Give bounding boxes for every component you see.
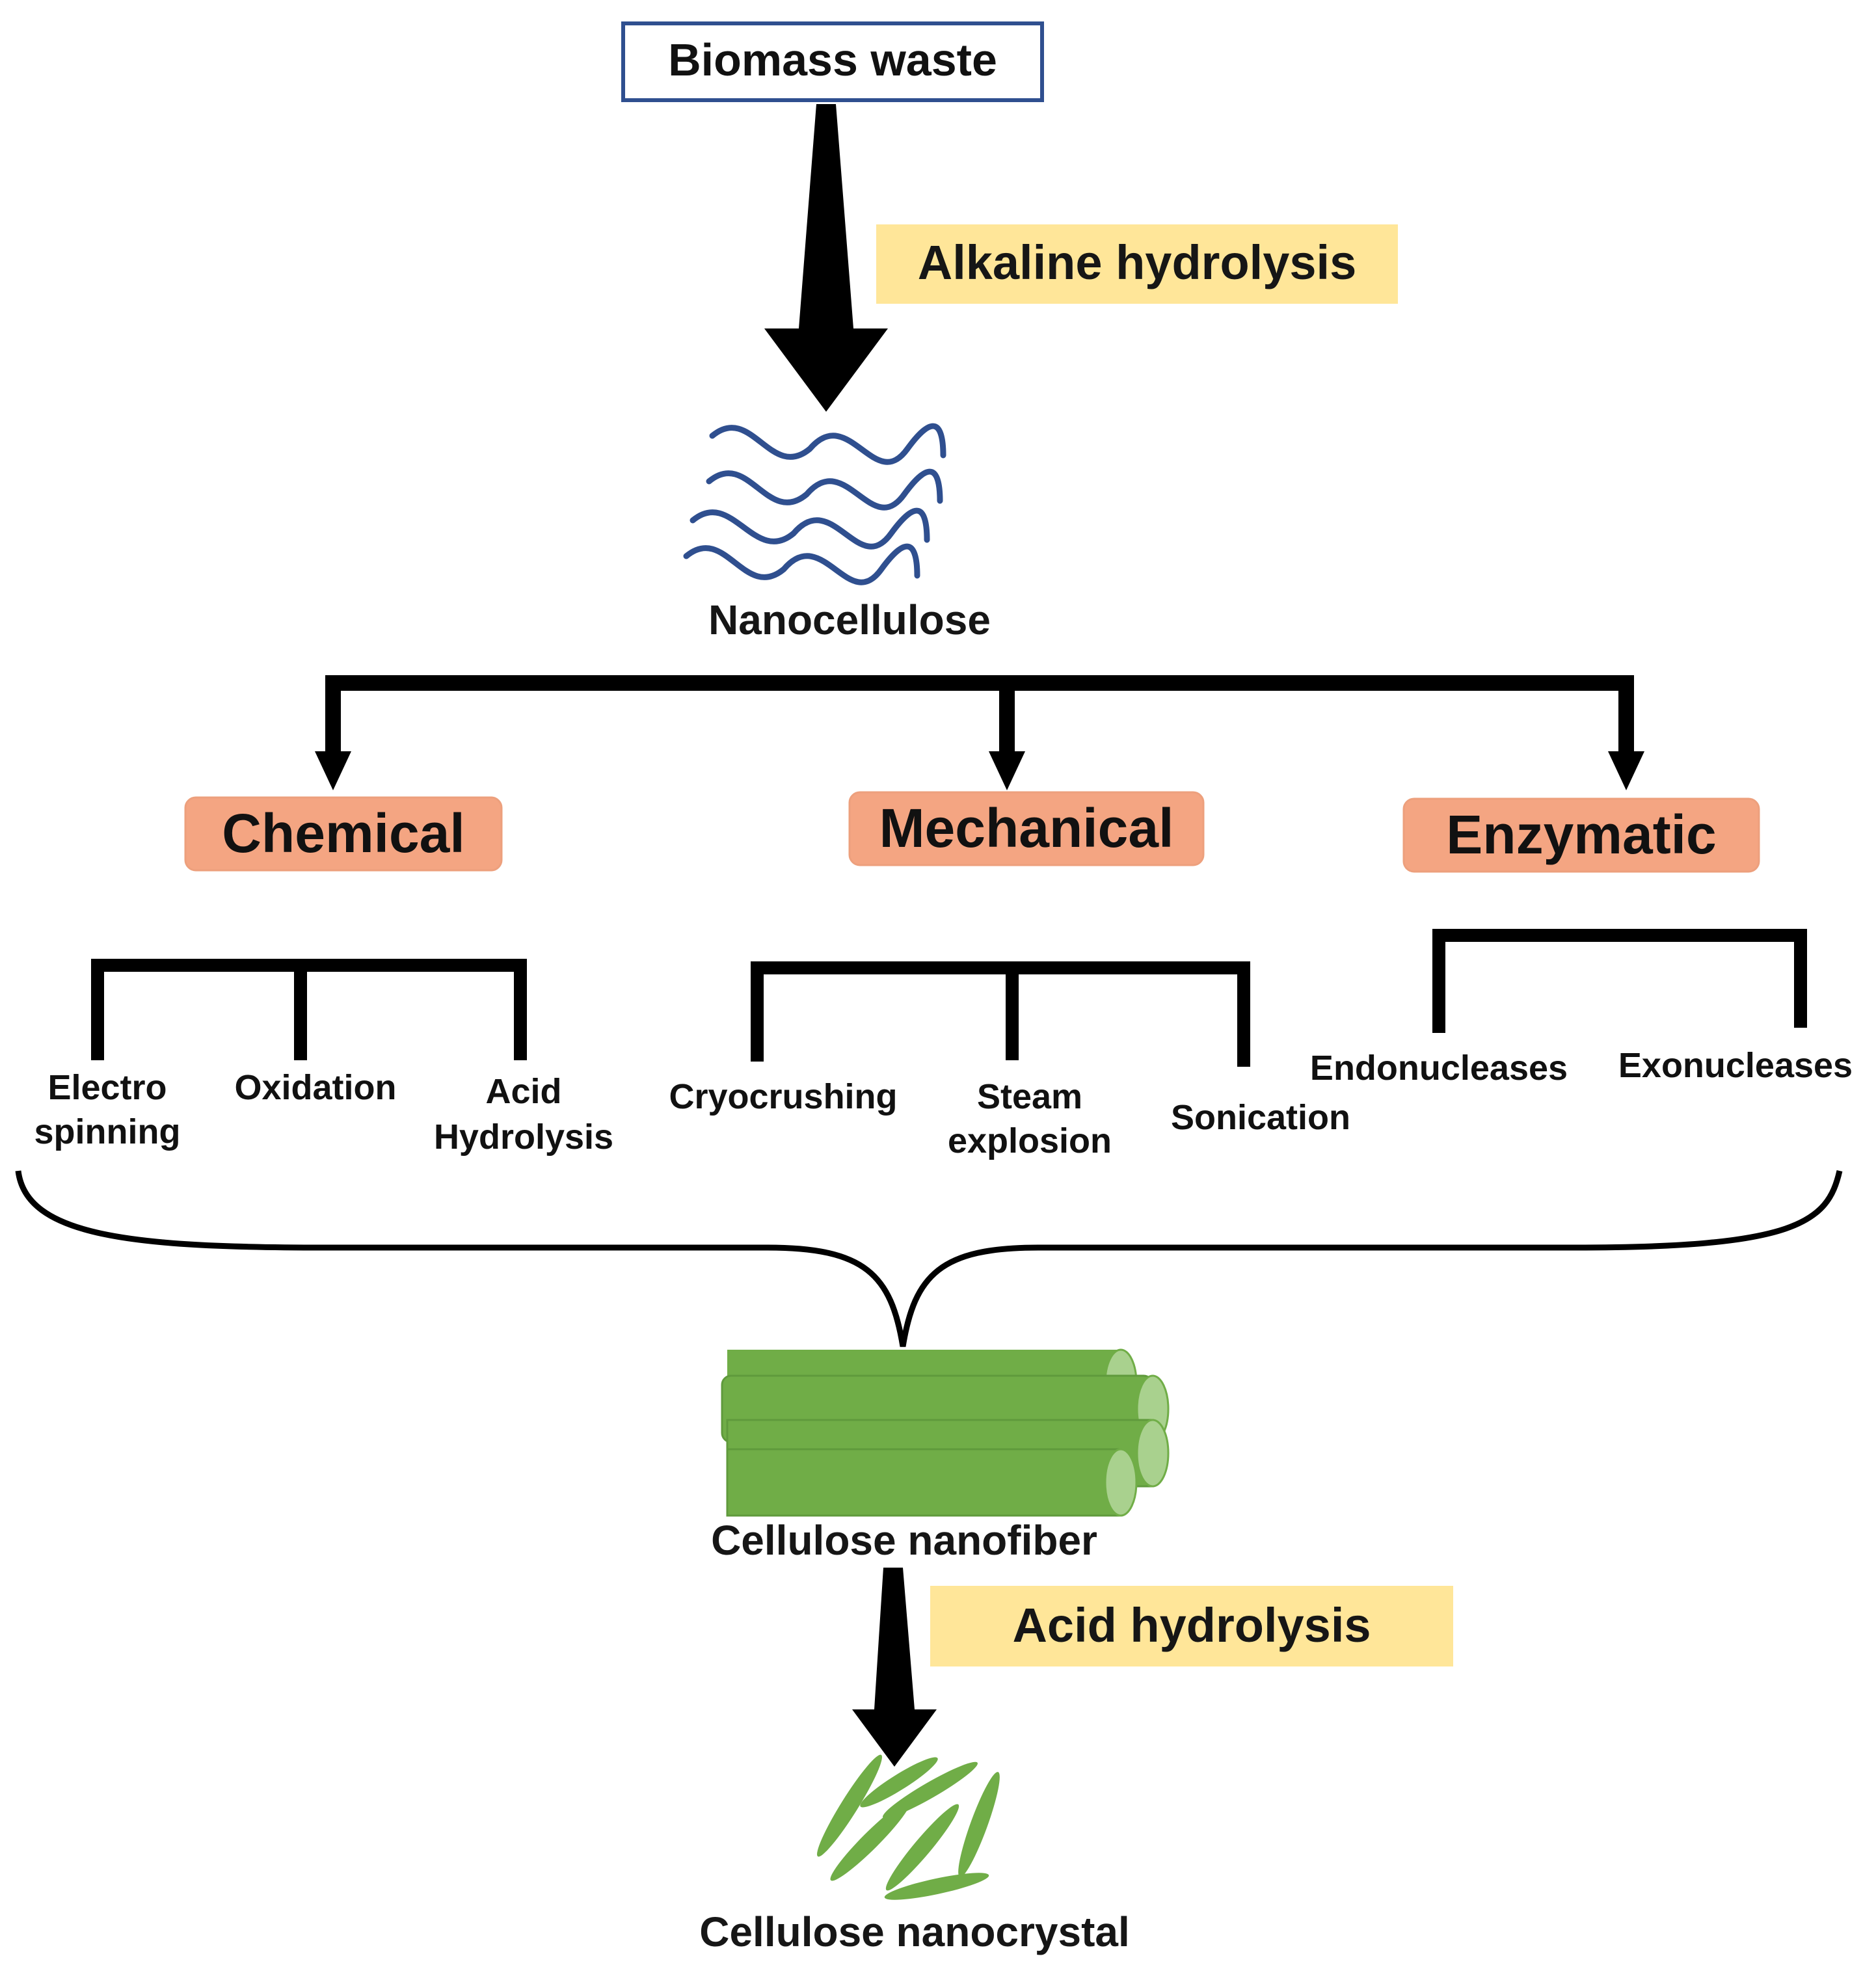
category-split-connector (315, 675, 1644, 790)
method-electrospinning-line-1: Electro (47, 1068, 167, 1107)
alkaline-hydrolysis-highlight (876, 224, 1398, 304)
biomass-waste-box (621, 21, 1044, 102)
chemical-methods-bracket (91, 959, 527, 1060)
method-sonication: Sonication (1171, 1098, 1350, 1137)
acid-hydrolysis-label: Acid hydrolysis (1012, 1598, 1371, 1652)
fiber-rod-4 (726, 1448, 1138, 1517)
biomass-waste-node: Biomass waste (621, 21, 1044, 102)
alkaline-hydrolysis-step: Alkaline hydrolysis (876, 224, 1398, 304)
arrowhead-enzymatic (1608, 751, 1644, 790)
category-bracket-line (325, 675, 1634, 755)
method-acid-hydrolysis-line-1: Acid (485, 1072, 561, 1111)
method-endonucleases: Endonucleases (1310, 1049, 1568, 1088)
method-cryocrushing: Cryocrushing (669, 1077, 897, 1116)
acid-hydrolysis-arrow (852, 1568, 937, 1767)
method-steam-explosion-line-2: explosion (948, 1121, 1112, 1160)
method-electrospinning-line-2: spinning (34, 1112, 181, 1151)
category-enzymatic-box (1402, 797, 1760, 873)
category-enzymatic-label: Enzymatic (1446, 804, 1717, 865)
arrowhead-mechanical (989, 751, 1025, 790)
category-chemical-label: Chemical (222, 803, 465, 864)
merge-curly-brace (15, 1170, 1843, 1347)
acid-hydrolysis-highlight (930, 1586, 1453, 1666)
arrowhead-chemical (315, 751, 351, 790)
nanocellulose-icon (683, 423, 946, 585)
crystal-7 (884, 1873, 989, 1900)
alkaline-hydrolysis-label: Alkaline hydrolysis (918, 235, 1357, 289)
biomass-waste-label: Biomass waste (668, 34, 997, 85)
enzymatic-methods-bracket (1432, 929, 1807, 1033)
method-electrospinning: Electro spinning (34, 1068, 181, 1151)
category-chemical-box (184, 796, 503, 872)
method-steam-explosion-line-1: Steam (977, 1077, 1082, 1116)
method-acid-hydrolysis-line-2: Hydrolysis (434, 1117, 613, 1157)
method-exonucleases: Exonucleases (1618, 1046, 1853, 1085)
nanocellulose-label: Nanocellulose (708, 596, 991, 643)
method-oxidation: Oxidation (234, 1068, 396, 1107)
nanocellulose-wave-1 (709, 423, 946, 465)
crystal-6 (958, 1772, 1000, 1877)
cellulose-nanocrystal-icon (817, 1754, 1000, 1900)
category-chemical: Chemical (184, 796, 503, 872)
crystal-4 (830, 1800, 911, 1881)
category-mechanical-label: Mechanical (879, 797, 1174, 859)
cellulose-nanofiber-label: Cellulose nanofiber (711, 1517, 1097, 1564)
nanocellulose-wave-3 (690, 507, 930, 550)
acid-hydrolysis-step: Acid hydrolysis (930, 1586, 1453, 1666)
category-enzymatic: Enzymatic (1402, 797, 1760, 873)
crystal-5 (885, 1804, 959, 1891)
category-mechanical-box (848, 791, 1205, 866)
category-mechanical: Mechanical (848, 791, 1205, 866)
method-acid-hydrolysis: Acid Hydrolysis (434, 1072, 613, 1157)
crystal-2 (860, 1757, 938, 1808)
mechanical-methods-bracket (751, 961, 1250, 1067)
nanocellulose-wave-2 (706, 468, 943, 511)
alkaline-arrow (764, 104, 888, 412)
cellulose-nanocrystal-label: Cellulose nanocrystal (699, 1908, 1130, 1955)
nanocellulose-wave-4 (683, 543, 920, 585)
alkaline-arrow-shape (764, 104, 888, 412)
crystal-1 (817, 1754, 882, 1857)
method-steam-explosion: Steam explosion (948, 1077, 1112, 1160)
cellulose-nanofiber-icon (721, 1348, 1170, 1517)
